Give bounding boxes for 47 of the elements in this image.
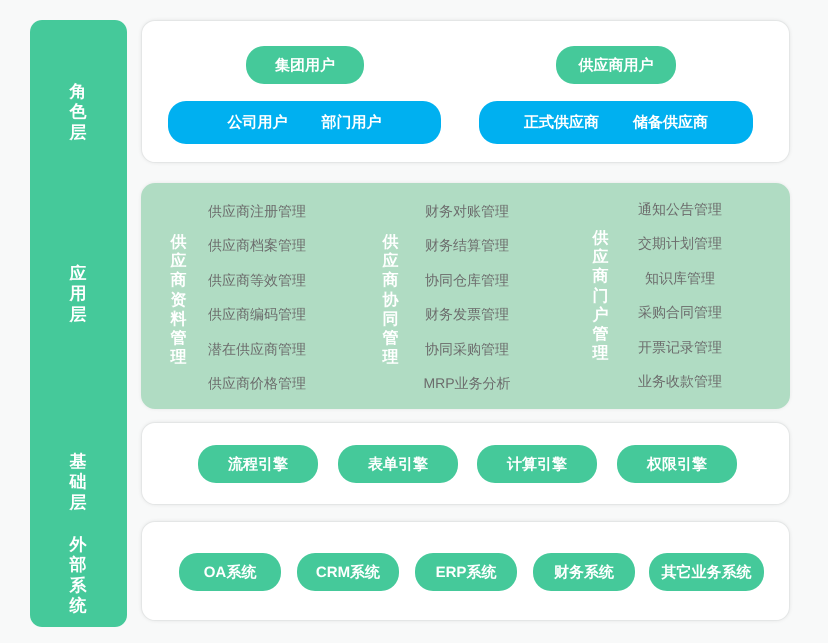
layer-panel: [141, 183, 790, 409]
layer-label: 角色层: [68, 82, 88, 144]
user-type-label: 公司用户: [228, 113, 288, 132]
function-item: 供应商编码管理: [207, 306, 307, 324]
module-pill: ERP系统: [415, 553, 517, 591]
function-item: 供应商等效管理: [207, 272, 307, 290]
function-item: 财务结算管理: [424, 237, 510, 255]
layer-panel: [141, 521, 790, 621]
module-pill: 供应商用户: [556, 46, 676, 84]
user-type-label: 部门用户: [322, 113, 382, 132]
user-group-bar: [479, 101, 753, 144]
user-group-bar: [168, 101, 441, 144]
function-item: 开票记录管理: [637, 339, 723, 357]
layer-label: 基础层: [68, 452, 88, 514]
function-item: 供应商档案管理: [207, 237, 307, 255]
function-item: 业务收款管理: [637, 373, 723, 391]
function-item: 协同仓库管理: [424, 272, 510, 290]
function-item: 知识库管理: [644, 270, 716, 288]
user-type-label: 储备供应商: [633, 113, 708, 132]
function-item: 供应商注册管理: [207, 203, 307, 221]
function-item: 财务对账管理: [424, 203, 510, 221]
layer-panel: [141, 20, 790, 163]
module-pill: 流程引擎: [198, 445, 318, 483]
user-type-label: 正式供应商: [524, 113, 599, 132]
module-group-heading: 供应商门户管理: [591, 229, 610, 364]
function-item: 交期计划管理: [637, 235, 723, 253]
layer-label: 外部系统: [68, 535, 88, 617]
function-item: 潜在供应商管理: [207, 341, 307, 359]
layer-panel: [141, 422, 790, 505]
layer-sidebar: [30, 20, 127, 627]
function-item: 协同采购管理: [424, 341, 510, 359]
module-group-heading: 供应商资料管理: [169, 233, 188, 368]
function-item: 财务发票管理: [424, 306, 510, 324]
module-pill: 财务系统: [533, 553, 635, 591]
function-item: MRP业务分析: [422, 375, 512, 393]
function-item: 采购合同管理: [637, 304, 723, 322]
module-pill: 集团用户: [246, 46, 364, 84]
function-item: 通知公告管理: [637, 201, 723, 219]
layer-label: 应用层: [68, 264, 88, 326]
module-pill: 权限引擎: [617, 445, 737, 483]
module-pill: 表单引擎: [338, 445, 458, 483]
function-item: 供应商价格管理: [207, 375, 307, 393]
module-pill: 其它业务系统: [649, 553, 764, 591]
module-pill: 计算引擎: [477, 445, 597, 483]
module-pill: OA系统: [179, 553, 281, 591]
module-pill: CRM系统: [297, 553, 399, 591]
module-group-heading: 供应商协同管理: [381, 233, 400, 368]
